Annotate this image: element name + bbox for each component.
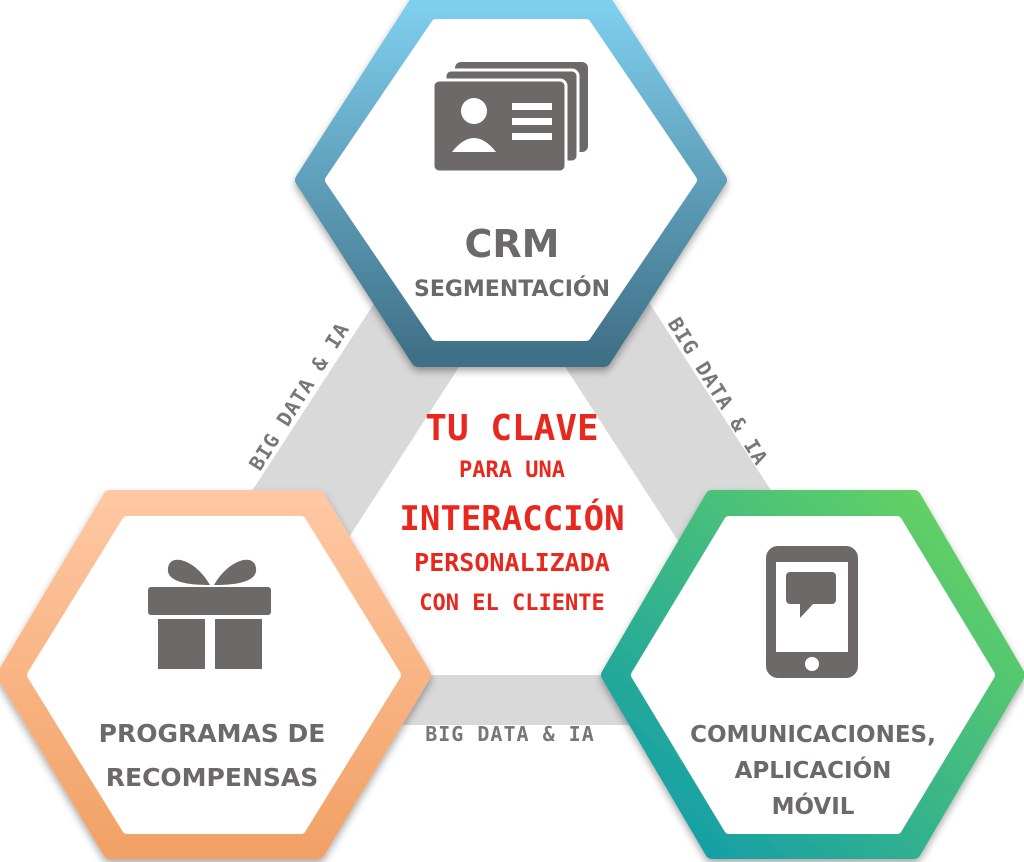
center-line-5: CON EL CLIENTE <box>419 591 604 616</box>
node-crm-title: CRM <box>465 222 560 266</box>
contact-cards-icon <box>431 62 588 174</box>
center-line-1: TU CLAVE <box>425 408 598 449</box>
node-crm: CRM SEGMENTACIÓN <box>295 0 727 367</box>
node-rewards-line-1: PROGRAMAS DE <box>99 719 326 748</box>
smartphone-chat-icon <box>766 546 858 678</box>
node-crm-subtitle: SEGMENTACIÓN <box>414 276 610 302</box>
center-message: TU CLAVE PARA UNA INTERACCIÓN PERSONALIZ… <box>399 408 624 616</box>
center-line-4: PERSONALIZADA <box>414 548 610 577</box>
node-mobile-line-3: MÓVIL <box>772 792 855 820</box>
node-mobile-line-1: COMUNICACIONES, <box>690 722 936 748</box>
node-mobile-line-2: APLICACIÓN <box>735 756 892 784</box>
center-line-3: INTERACCIÓN <box>399 498 624 539</box>
node-rewards-face <box>27 516 401 834</box>
gift-icon <box>148 559 271 669</box>
triangle-inner <box>260 285 765 675</box>
band-label-bottom: BIG DATA & IA <box>425 722 595 746</box>
center-line-2: PARA UNA <box>459 458 565 483</box>
node-crm-face <box>325 19 697 341</box>
node-rewards-line-2: RECOMPENSAS <box>106 763 319 792</box>
node-mobile: COMUNICACIONES, APLICACIÓN MÓVIL <box>601 490 1024 859</box>
node-rewards: PROGRAMAS DE RECOMPENSAS <box>0 490 431 859</box>
